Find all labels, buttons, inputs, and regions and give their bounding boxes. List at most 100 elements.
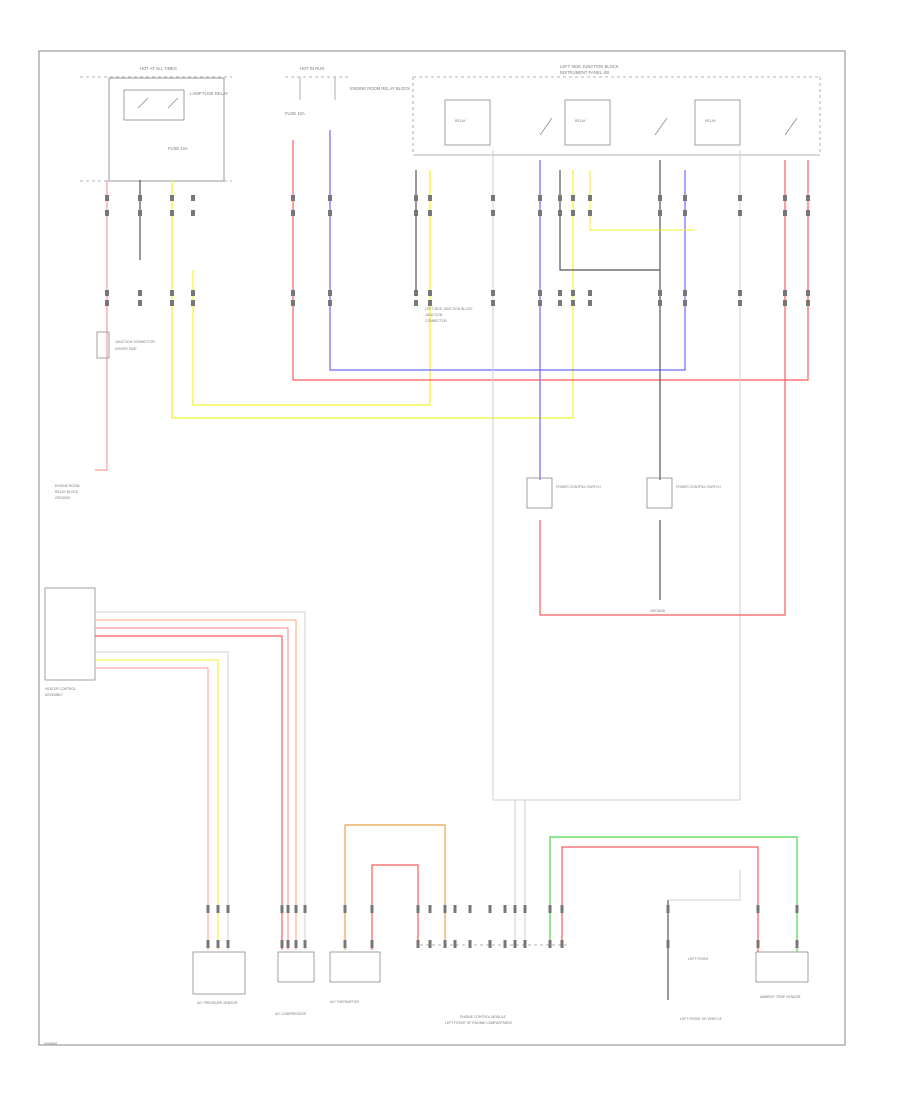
connector-pin bbox=[783, 210, 787, 216]
connector-pin bbox=[783, 290, 787, 296]
label-bottom-right-3: LEFT FRONT OF VEHICLE bbox=[680, 1017, 723, 1021]
top-right-junction-block: LEFT SIDE JUNCTION BLOCK INSTRUMENT PANE… bbox=[412, 64, 821, 156]
connector-pin bbox=[503, 940, 507, 948]
connector-pin bbox=[513, 940, 517, 948]
label-bottom-ecm2: LEFT FRONT OF ENGINE COMPARTMENT bbox=[445, 1021, 513, 1025]
connector-pin bbox=[558, 210, 562, 216]
connector-pin bbox=[588, 210, 592, 216]
connector-pin bbox=[738, 210, 742, 216]
connector-pin bbox=[491, 210, 495, 216]
connector-pin bbox=[138, 300, 142, 306]
connector-pin bbox=[571, 300, 575, 306]
wire-red-bottom-2 bbox=[561, 846, 759, 952]
label-ground-left3: GROUND bbox=[55, 496, 71, 500]
connector-pin bbox=[428, 210, 432, 216]
label-bottom-comp-2: A/C COMPRESSOR bbox=[275, 1012, 307, 1016]
label-mid: LEFT SIDE JUNCTION BLOCK bbox=[425, 307, 473, 311]
connector-pin bbox=[303, 905, 307, 913]
label-top-right-sub: INSTRUMENT PANEL J/B bbox=[560, 70, 609, 75]
connector-pin bbox=[328, 210, 332, 216]
label-top-mid-text: ENGINE ROOM RELAY BLOCK bbox=[350, 86, 410, 91]
connector-pin bbox=[206, 940, 210, 948]
connector-pin bbox=[416, 905, 420, 913]
connector-pin bbox=[756, 940, 760, 948]
connector-pin bbox=[453, 905, 457, 913]
connector-pin bbox=[291, 300, 295, 306]
label-top-right: LEFT SIDE JUNCTION BLOCK bbox=[560, 64, 619, 69]
connector-pin bbox=[571, 195, 575, 201]
wires-left-panel bbox=[95, 611, 306, 950]
connector-pin bbox=[291, 195, 295, 201]
connector-pin bbox=[538, 290, 542, 296]
connector-pin bbox=[488, 905, 492, 913]
connector-pin bbox=[170, 290, 174, 296]
connector-pin bbox=[806, 210, 810, 216]
connector-pin bbox=[453, 940, 457, 948]
connector-pin bbox=[328, 195, 332, 201]
connector-pin bbox=[370, 940, 374, 948]
connector-pin bbox=[294, 940, 298, 948]
wire-grey-bottom-3 bbox=[668, 870, 741, 901]
top-mid-block: HOT IN RUN FUSE 10A ENGINE ROOM RELAY BL… bbox=[285, 66, 410, 116]
connector-pin bbox=[491, 195, 495, 201]
connector-ticks bbox=[105, 195, 810, 948]
wire-p1 bbox=[95, 611, 306, 950]
connector-pin bbox=[226, 905, 230, 913]
connector-pin bbox=[806, 290, 810, 296]
connector-pin bbox=[538, 210, 542, 216]
connector-pin bbox=[558, 290, 562, 296]
label-mid2: JUNCTION bbox=[425, 313, 443, 317]
label-left-panel-title: HEATER CONTROL bbox=[45, 687, 76, 691]
connector-pin bbox=[588, 300, 592, 306]
connector-pin bbox=[414, 300, 418, 306]
wire-pink-left bbox=[95, 180, 108, 471]
connector-pin bbox=[280, 940, 284, 948]
wire-grey-2 bbox=[492, 150, 741, 801]
connector-pin bbox=[488, 940, 492, 948]
label-ground-left2: RELAY BLOCK bbox=[55, 490, 79, 494]
connector-pin bbox=[414, 290, 418, 296]
connector-pin bbox=[683, 195, 687, 201]
connector-pin bbox=[294, 905, 298, 913]
connector-pin bbox=[428, 300, 432, 306]
connector-pin bbox=[428, 940, 432, 948]
power-switches: POWER CONTROL SWITCH POWER CONTROL SWITC… bbox=[526, 477, 721, 613]
wires-bottom bbox=[344, 800, 798, 1000]
connector-pin bbox=[503, 905, 507, 913]
connector-pin bbox=[756, 905, 760, 913]
wire-yellow-3 bbox=[589, 170, 695, 231]
left-mid-labels: JUNCTION CONNECTOR DRIVER SIDE ENGINE RO… bbox=[55, 307, 473, 500]
connector-pin bbox=[216, 905, 220, 913]
wire-p4 bbox=[95, 635, 283, 950]
connector-pin bbox=[558, 300, 562, 306]
diagram-frame bbox=[38, 50, 846, 1046]
connector-pin bbox=[170, 300, 174, 306]
connector-pin bbox=[291, 290, 295, 296]
connector-pin bbox=[795, 905, 799, 913]
connector-pin bbox=[588, 195, 592, 201]
connector-pin bbox=[443, 940, 447, 948]
wire-p6 bbox=[95, 659, 219, 950]
wire-p7 bbox=[95, 667, 209, 950]
wire-red-lower bbox=[539, 160, 786, 616]
connector-pin bbox=[571, 290, 575, 296]
connector-pin bbox=[513, 905, 517, 913]
wire-p5 bbox=[95, 651, 229, 950]
connector-pin bbox=[658, 195, 662, 201]
label-top-left-relay: LAMP FUSE RELAY bbox=[190, 91, 228, 96]
label-left-panel-sub: ASSEMBLY bbox=[45, 693, 64, 697]
connector-pin bbox=[328, 300, 332, 306]
connector-pin bbox=[105, 300, 109, 306]
connector-pin bbox=[286, 940, 290, 948]
connector-pin bbox=[138, 195, 142, 201]
top-left-fuse-box: HOT AT ALL TIMES LAMP FUSE RELAY FUSE 10… bbox=[80, 66, 232, 182]
label-top-left-box: HOT AT ALL TIMES bbox=[140, 66, 177, 71]
connector-pin bbox=[658, 210, 662, 216]
label-relay-3: RELAY bbox=[705, 119, 717, 123]
label-top-left-fuse: FUSE 10A bbox=[168, 146, 188, 151]
connector-pin bbox=[303, 940, 307, 948]
connector-pin bbox=[370, 905, 374, 913]
label-bottom-ecm: ENGINE CONTROL MODULE bbox=[460, 1015, 507, 1019]
label-corner-tag: 9999999 bbox=[44, 1042, 57, 1046]
